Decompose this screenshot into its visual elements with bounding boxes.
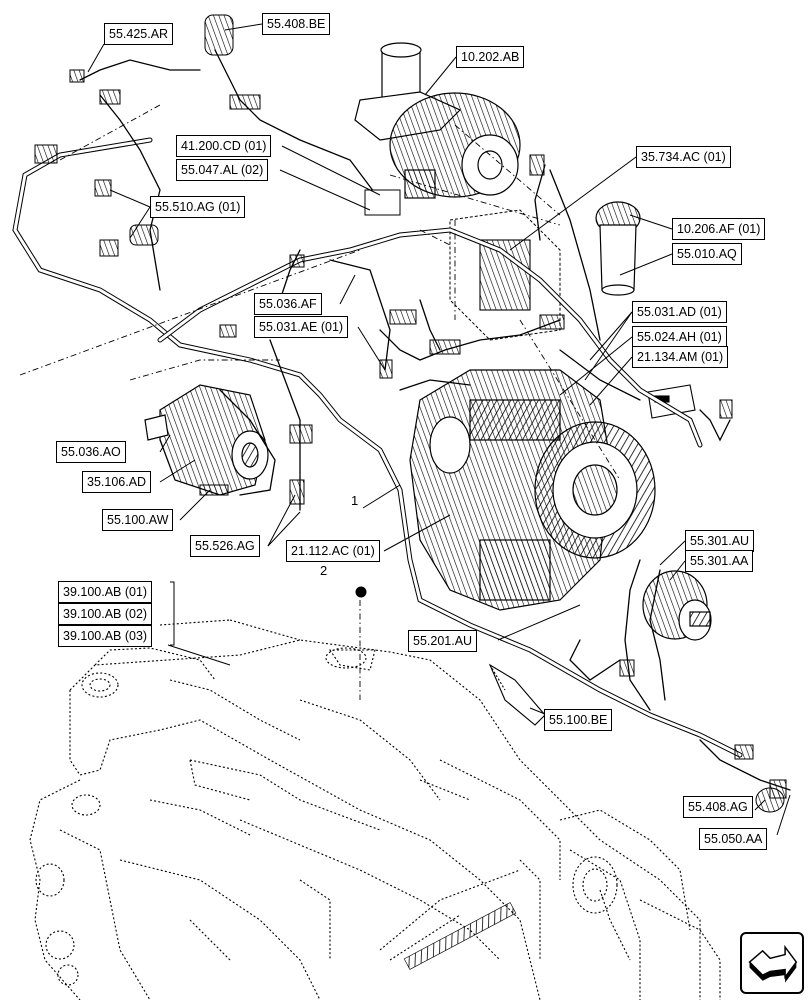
harness-connectors	[34, 14, 787, 813]
transmission-assembly	[409, 369, 656, 611]
callout-35-734-ac[interactable]: 35.734.AC (01)	[636, 146, 731, 168]
chassis-frame	[29, 619, 721, 1000]
callout-55-100-be[interactable]: 55.100.BE	[544, 709, 613, 731]
callout-10-206-af[interactable]: 10.206.AF (01)	[672, 218, 766, 240]
next-page-arrow-icon[interactable]	[740, 932, 804, 994]
callout-39-100-ab-02[interactable]: 39.100.AB (02)	[58, 603, 153, 625]
item-number-2: 2	[320, 563, 328, 578]
alternator	[642, 570, 712, 641]
callout-bracket	[170, 581, 175, 646]
callout-leaders	[87, 23, 791, 836]
callout-55-100-aw[interactable]: 55.100.AW	[102, 509, 174, 531]
callout-21-134-am[interactable]: 21.134.AM (01)	[632, 346, 729, 368]
callout-55-050-aa[interactable]: 55.050.AA	[699, 828, 768, 850]
callout-55-301-aa[interactable]: 55.301.AA	[685, 550, 754, 572]
callout-55-301-au[interactable]: 55.301.AU	[685, 530, 755, 552]
callout-55-036-ao[interactable]: 55.036.AO	[56, 441, 126, 463]
item-number-1: 1	[351, 493, 359, 508]
callout-55-526-ag[interactable]: 55.526.AG	[190, 535, 260, 557]
callout-55-010-aq[interactable]: 55.010.AQ	[672, 243, 742, 265]
hydraulic-pump	[144, 384, 269, 496]
callout-55-201-au[interactable]: 55.201.AU	[408, 630, 478, 652]
callout-10-202-ab[interactable]: 10.202.AB	[456, 46, 525, 68]
wiring-harness	[12, 49, 791, 791]
cable-guard	[488, 663, 546, 726]
callout-55-425-ar[interactable]: 55.425.AR	[104, 23, 174, 45]
air-filter-assembly	[354, 42, 521, 199]
valve-block	[479, 239, 531, 311]
callout-55-024-ah[interactable]: 55.024.AH (01)	[632, 326, 727, 348]
callout-55-031-ae[interactable]: 55.031.AE (01)	[254, 316, 349, 338]
callout-35-106-ad[interactable]: 35.106.AD	[82, 471, 152, 493]
sensor-module	[647, 384, 696, 419]
callout-21-112-ac[interactable]: 21.112.AC (01)	[286, 540, 380, 562]
dashed-reference-lines	[19, 104, 621, 700]
callout-55-510-ag[interactable]: 55.510.AG (01)	[150, 196, 246, 218]
callout-55-047-al[interactable]: 55.047.AL (02)	[176, 159, 269, 181]
callout-55-031-ad[interactable]: 55.031.AD (01)	[632, 301, 727, 323]
callout-39-100-ab-01[interactable]: 39.100.AB (01)	[58, 581, 153, 603]
callout-39-100-ab-03[interactable]: 39.100.AB (03)	[58, 625, 153, 647]
callout-55-408-be[interactable]: 55.408.BE	[262, 13, 331, 35]
frame-serration	[403, 902, 517, 970]
callout-55-036-af[interactable]: 55.036.AF	[254, 293, 322, 315]
fuel-filter	[595, 201, 641, 296]
valve-module	[449, 209, 561, 341]
callout-55-408-ag[interactable]: 55.408.AG	[683, 796, 753, 818]
callout-41-200-cd[interactable]: 41.200.CD (01)	[176, 135, 272, 157]
